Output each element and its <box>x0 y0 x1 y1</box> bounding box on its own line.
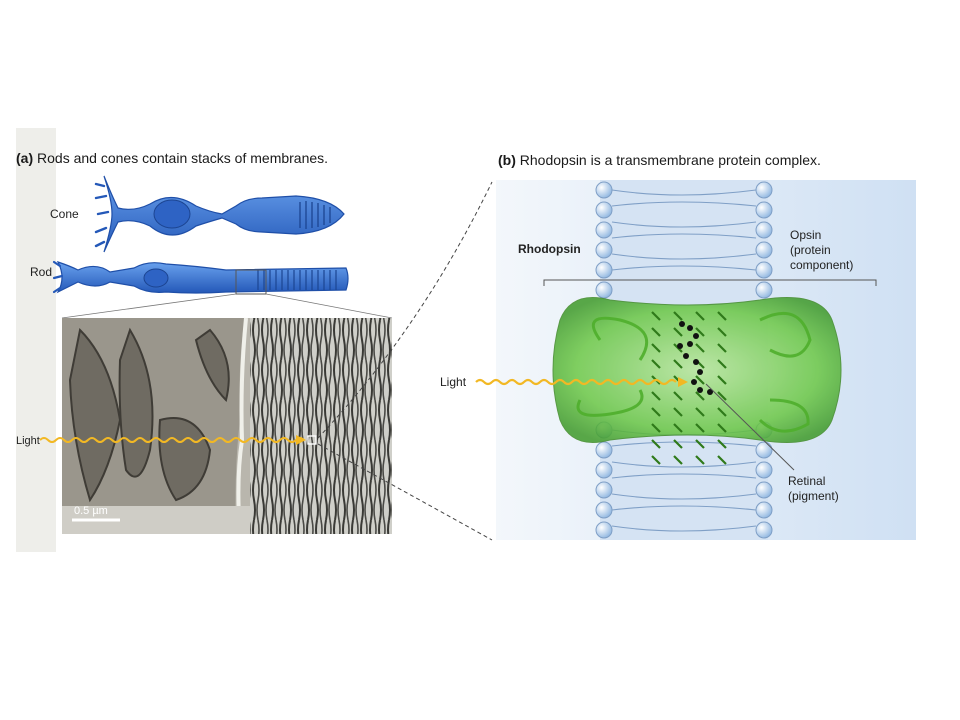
rod-dendrites <box>52 260 64 294</box>
opsin-protein <box>552 297 842 465</box>
opsin-label-line-1: Opsin <box>790 228 822 242</box>
panel-a-left-edge <box>16 128 56 552</box>
opsin-loops <box>576 311 812 433</box>
light-label-a: Light <box>16 435 40 447</box>
connector-dash-top <box>317 181 493 439</box>
panel-a: Cone Rod <box>16 128 493 552</box>
retinal-label: Retinal (pigment) <box>788 474 839 504</box>
cone-dendrites <box>94 182 110 248</box>
rod-zoom-box <box>235 269 267 295</box>
panel-b: Light <box>440 180 916 540</box>
rod-outer-segment-discs <box>257 270 337 290</box>
panel-a-letter: (a) <box>16 150 34 166</box>
retinal-label-line-1: Retinal <box>788 474 826 488</box>
zoom-line-left <box>61 293 237 319</box>
panel-a-title: (a) Rods and cones contain stacks of mem… <box>16 150 328 166</box>
retinal-pigment <box>677 321 713 395</box>
light-arrowhead-b <box>678 377 688 387</box>
zoom-line-right <box>265 293 393 319</box>
scale-bar-label: 0.5 µm <box>74 505 108 517</box>
panel-b-letter: (b) <box>498 152 516 168</box>
connector-dash-bottom <box>317 443 493 541</box>
panel-b-title: (b) Rhodopsin is a transmembrane protein… <box>498 152 821 168</box>
light-label-b: Light <box>440 375 467 389</box>
opsin-globule <box>552 297 842 443</box>
rod-disc-stack <box>250 318 392 534</box>
light-wave-a <box>39 437 305 443</box>
retinal-pointer-line <box>705 383 795 471</box>
opsin-label-line-2: (protein <box>790 243 831 257</box>
panel-b-title-text: Rhodopsin is a transmembrane protein com… <box>519 152 821 168</box>
opsin-label-line-3: component) <box>790 258 854 272</box>
micrograph-detail-box <box>307 435 317 445</box>
phospholipid-heads-left <box>595 181 613 539</box>
light-arrowhead-a <box>296 435 306 445</box>
cone-outer-segment-folds <box>299 201 331 229</box>
cone-cell-body <box>103 175 345 253</box>
rod-label: Rod <box>30 265 52 279</box>
opsin-label: Opsin (protein component) <box>790 228 853 273</box>
rod-cell <box>52 260 349 295</box>
rhodopsin-label: Rhodopsin <box>518 242 581 256</box>
rhodopsin-bracket <box>543 279 877 286</box>
cone-label: Cone <box>50 207 79 221</box>
lipid-tails <box>611 189 757 532</box>
cone-cell <box>94 175 345 253</box>
retinal-label-line-2: (pigment) <box>788 489 839 503</box>
electron-micrograph: 0.5 µm <box>62 317 392 535</box>
rod-nucleus <box>143 268 169 288</box>
cone-nucleus <box>153 199 191 229</box>
panel-a-title-text: Rods and cones contain stacks of membran… <box>37 150 329 166</box>
light-wave-b <box>475 378 677 386</box>
micrograph-membrane-boundary <box>236 317 248 535</box>
